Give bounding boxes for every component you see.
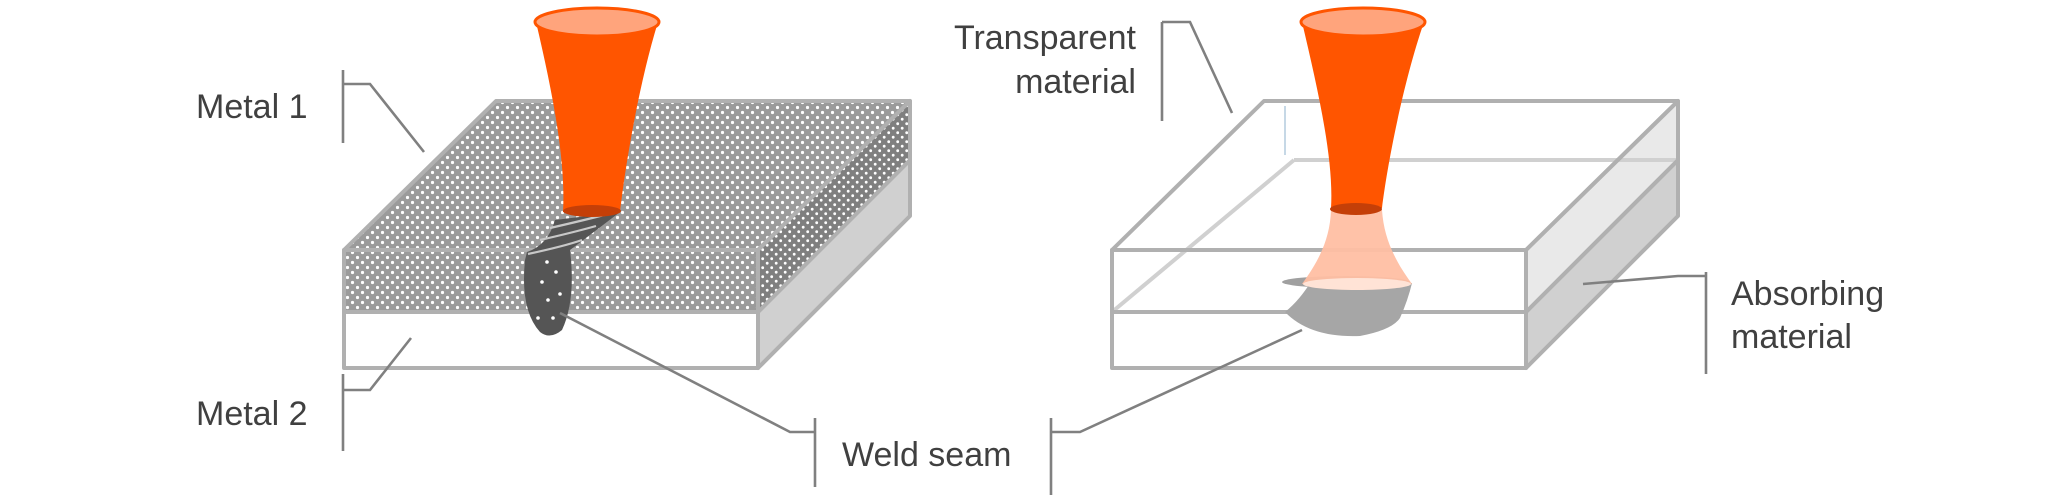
label-transparent-line2: material xyxy=(1015,63,1136,101)
label-absorbing-line1: Absorbing xyxy=(1731,275,1884,313)
label-weld-seam: Weld seam xyxy=(842,436,1011,474)
metal-welding-diagram xyxy=(342,6,912,370)
leader-lines xyxy=(341,20,1708,495)
label-transparent-line1: Transparent xyxy=(954,19,1137,57)
leader-absorbing-material xyxy=(1582,272,1708,374)
laser-beam-right xyxy=(1299,6,1427,290)
leader-metal-1 xyxy=(341,70,426,153)
label-absorbing-line2: material xyxy=(1731,318,1852,356)
leader-weld-seam-left xyxy=(559,311,817,487)
label-metal-2: Metal 2 xyxy=(196,395,308,433)
leader-transparent-material xyxy=(1160,20,1234,121)
leader-metal-2 xyxy=(341,337,413,451)
transmission-welding-diagram xyxy=(1110,6,1680,370)
metal-1-plate xyxy=(342,99,912,314)
leader-weld-seam-right xyxy=(1049,328,1303,495)
label-metal-1: Metal 1 xyxy=(196,88,308,126)
laser-beam-left xyxy=(533,6,661,217)
metal-2-plate xyxy=(342,158,912,370)
